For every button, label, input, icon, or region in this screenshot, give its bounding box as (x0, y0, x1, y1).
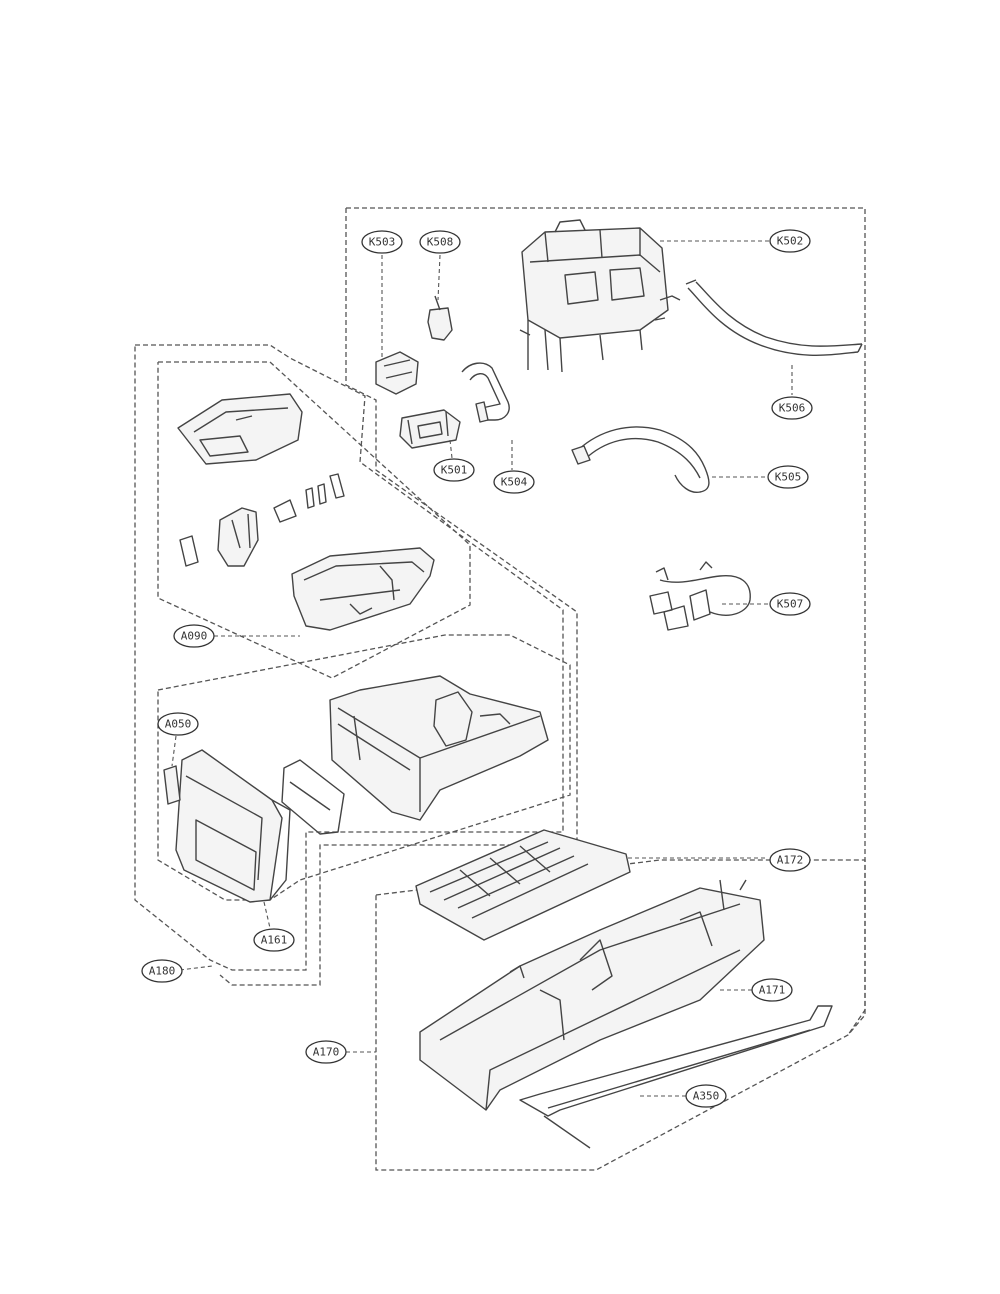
a172-grille-panel (415, 829, 631, 941)
callout-a350: A350 (685, 1084, 727, 1108)
callout-a180: A180 (141, 959, 183, 983)
callout-label: K504 (501, 476, 528, 489)
callout-a090: A090 (173, 624, 215, 648)
boundary-k-group (346, 207, 866, 1036)
a090-detergent-drawer-parts (177, 393, 435, 631)
k506-hose (685, 279, 863, 356)
callout-k503: K503 (361, 230, 403, 254)
callout-label: K507 (777, 598, 804, 611)
callout-k508: K508 (419, 230, 461, 254)
callout-label: K501 (441, 464, 468, 477)
callout-k505: K505 (767, 465, 809, 489)
callout-label: K508 (427, 236, 454, 249)
callout-a050: A050 (157, 712, 199, 736)
callout-a171: A171 (751, 978, 793, 1002)
a161-drawer-panel (175, 749, 291, 903)
callout-label: A161 (261, 934, 288, 947)
callout-k504: K504 (493, 470, 535, 494)
callout-label: K505 (775, 471, 802, 484)
boundary-k-group-left (219, 208, 578, 986)
callout-label: A172 (777, 854, 804, 867)
callout-label: K506 (779, 402, 806, 415)
k502-valve-assembly (519, 219, 681, 373)
a050-small-clip (163, 765, 181, 805)
k503-bracket (375, 351, 419, 395)
k501-housing (399, 409, 461, 449)
callout-a172: A172 (769, 848, 811, 872)
callout-k506: K506 (771, 396, 813, 420)
a350-slide-rail (519, 1005, 833, 1149)
callout-k501: K501 (433, 458, 475, 482)
k508-clip (427, 295, 453, 341)
boundary-a050-group (157, 634, 571, 901)
boundary-a180 (134, 344, 564, 971)
k504-elbow-tube (461, 362, 510, 423)
callout-label: A170 (313, 1046, 340, 1059)
callout-label: A171 (759, 984, 786, 997)
callout-label: K503 (369, 236, 396, 249)
callout-label: A350 (693, 1090, 720, 1103)
boundary-a090 (157, 361, 471, 679)
callout-label: A180 (149, 965, 176, 978)
callout-label: A090 (181, 630, 208, 643)
callout-a170: A170 (305, 1040, 347, 1064)
callout-label: K502 (777, 235, 804, 248)
leader-lines (171, 240, 793, 1097)
callout-a161: A161 (253, 928, 295, 952)
k507-wire-harness (649, 561, 751, 631)
callout-k502: K502 (769, 229, 811, 253)
drawer-insert-plate (281, 759, 345, 835)
a171-drawer-frame (419, 879, 765, 1111)
boundary-a170 (375, 859, 866, 1171)
callout-k507: K507 (769, 592, 811, 616)
drawer-housing (329, 675, 549, 821)
callout-label: A050 (165, 718, 192, 731)
k505-hose (571, 426, 710, 493)
